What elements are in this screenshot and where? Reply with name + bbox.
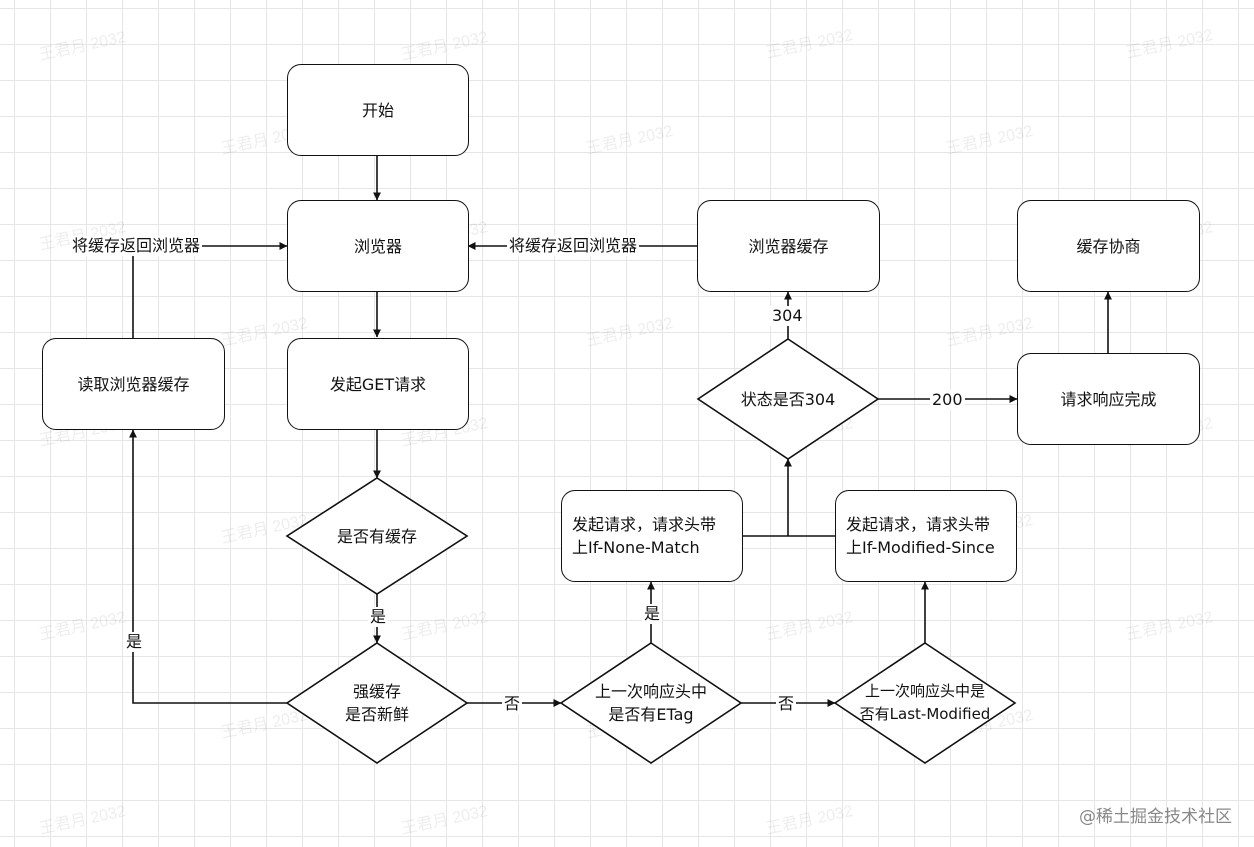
node-if-none-match: 发起请求，请求头带 上If-None-Match <box>561 490 743 582</box>
node-response-done-label: 请求响应完成 <box>1060 389 1157 409</box>
edge-label-yes-has-cache: 是 <box>368 607 389 627</box>
node-if-none-match-line1: 发起请求，请求头带 <box>572 515 717 534</box>
decision-etag-text: 上一次响应头中 是否有ETag <box>595 680 707 726</box>
edge-label-200: 200 <box>930 390 965 410</box>
node-if-modified-since-line1: 发起请求，请求头带 <box>846 515 991 534</box>
node-start: 开始 <box>287 64 469 156</box>
diamond-fresh <box>285 642 469 764</box>
node-if-none-match-label: 发起请求，请求头带 上If-None-Match <box>572 513 716 559</box>
edge-readcache-browser <box>132 242 288 338</box>
edge-label-yes-fresh: 是 <box>124 632 145 652</box>
node-start-label: 开始 <box>361 100 394 120</box>
node-browser: 浏览器 <box>287 200 469 292</box>
decision-etag-label: 上一次响应头中 是否有ETag <box>561 643 741 763</box>
decision-fresh-text: 强缓存 是否新鲜 <box>345 680 409 726</box>
decision-status-304-label: 状态是否304 <box>698 339 878 459</box>
node-if-modified-since-line2: 上If-Modified-Since <box>846 538 995 557</box>
decision-status-304-text: 状态是否304 <box>740 389 836 409</box>
decision-fresh-line2: 是否新鲜 <box>344 705 409 724</box>
edge-label-no-etag: 否 <box>776 694 797 714</box>
edge-label-304: 304 <box>770 306 805 326</box>
decision-last-modified-text: 上一次响应头中是 否有Last-Modified <box>860 680 991 726</box>
node-get-request-label: 发起GET请求 <box>329 374 427 394</box>
decision-etag-line2: 是否有ETag <box>608 705 694 724</box>
node-if-none-match-line2: 上If-None-Match <box>572 538 700 557</box>
decision-has-cache-label: 是否有缓存 <box>287 478 467 594</box>
node-read-cache: 读取浏览器缓存 <box>42 338 225 430</box>
decision-last-modified-line1: 上一次响应头中是 <box>864 682 985 700</box>
decision-last-modified-line2: 否有Last-Modified <box>859 705 991 723</box>
edge-fresh-readcache <box>129 429 287 704</box>
decision-fresh-line1: 强缓存 <box>352 682 401 701</box>
edge-label-return-right: 将缓存返回浏览器 <box>507 236 640 256</box>
node-response-done: 请求响应完成 <box>1017 353 1200 445</box>
decision-fresh-label: 强缓存 是否新鲜 <box>287 643 467 763</box>
edge-label-return-left: 将缓存返回浏览器 <box>70 236 203 256</box>
decision-last-modified-label: 上一次响应头中是 否有Last-Modified <box>835 643 1015 763</box>
site-watermark: @稀土掘金技术社区 <box>1079 807 1232 827</box>
node-negotiation: 缓存协商 <box>1017 200 1200 292</box>
node-read-cache-label: 读取浏览器缓存 <box>77 374 190 394</box>
decision-has-cache-text: 是否有缓存 <box>336 526 417 546</box>
node-if-modified-since-label: 发起请求，请求头带 上If-Modified-Since <box>846 513 995 559</box>
edge-label-yes-etag: 是 <box>642 604 663 624</box>
node-get-request: 发起GET请求 <box>287 338 469 430</box>
diamond-etag <box>559 642 743 764</box>
diamond-last-modified <box>833 642 1017 764</box>
edge-label-no-fresh: 否 <box>502 694 523 714</box>
node-browser-label: 浏览器 <box>353 236 402 256</box>
node-if-modified-since: 发起请求，请求头带 上If-Modified-Since <box>835 490 1017 582</box>
decision-etag-line1: 上一次响应头中 <box>594 682 707 701</box>
node-browser-cache-label: 浏览器缓存 <box>748 236 829 256</box>
node-negotiation-label: 缓存协商 <box>1076 236 1141 256</box>
node-browser-cache: 浏览器缓存 <box>697 200 880 292</box>
